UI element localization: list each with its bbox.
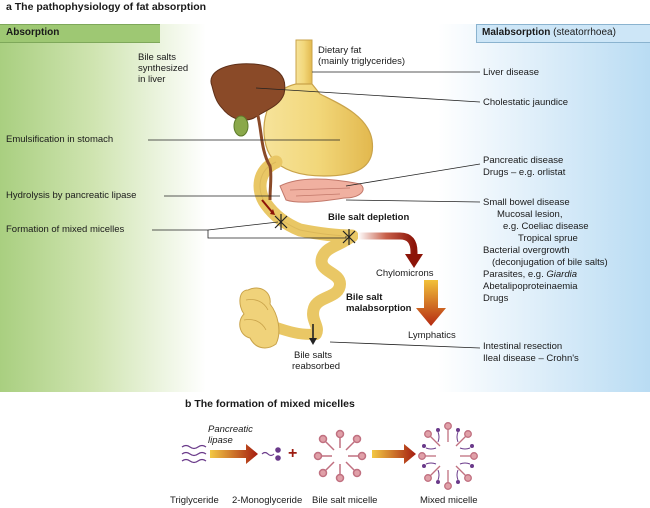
- pancreatic-lipase-label: Pancreatic lipase: [208, 424, 253, 446]
- micelle-to-chylomicron-arrow: [358, 232, 418, 256]
- micelle-star-1: [274, 214, 288, 230]
- malabsorption-background: [438, 24, 650, 392]
- mucosal-lesion-label: Mucosal lesion,: [497, 209, 563, 220]
- synthesized-line: synthesized: [138, 63, 189, 74]
- micelle-star-2: [342, 229, 356, 245]
- left-leader-lines: [148, 139, 347, 239]
- monoglyceride-label: 2-Monoglyceride: [232, 495, 303, 506]
- drugs-orlistat-label: Drugs – e.g. orlistat: [483, 167, 566, 178]
- chylomicron-to-lymphatics-arrow: [416, 280, 446, 326]
- malabsorption-label: Malabsorption: [482, 27, 551, 38]
- ileal-disease-label: Ileal disease – Crohn's: [483, 353, 579, 364]
- bile-salt-line: Bile salt: [346, 292, 383, 303]
- micelle-formation-arrow: [372, 444, 416, 464]
- formation-label: Formation of mixed micelles: [6, 224, 125, 235]
- absorption-header-label: Absorption: [6, 27, 60, 38]
- right-leader-lines: [255, 71, 481, 349]
- bacterial-overgrowth-label: Bacterial overgrowth: [483, 245, 570, 256]
- pancreatic-line: Pancreatic: [208, 424, 253, 435]
- pancreas: [279, 178, 364, 203]
- dietary-fat-line: Dietary fat: [318, 45, 362, 56]
- emulsification-label: Emulsification in stomach: [6, 134, 114, 145]
- malabsorption-line: malabsorption: [346, 303, 412, 314]
- reabsorbed-bile-salts-line: Bile salts: [294, 350, 333, 361]
- abetalipoproteinaemia-label: Abetalipoproteinaemia: [483, 281, 578, 292]
- tropical-sprue-label: Tropical sprue: [518, 233, 578, 244]
- hydrolysis-arrow: [261, 199, 273, 213]
- mixed-micelle-graphic: [418, 422, 478, 490]
- plus-sign: +: [288, 445, 298, 462]
- triglycerides-line: (mainly triglycerides): [318, 56, 406, 67]
- deconjugation-label: (deconjugation of bile salts): [492, 257, 608, 268]
- hydrolysis-label: Hydrolysis by pancreatic lipase: [6, 190, 137, 201]
- bile-duct: [254, 107, 273, 201]
- malabsorption-header-label: Malabsorption (steatorrhoea): [482, 27, 616, 38]
- small-bowel-disease-label: Small bowel disease: [483, 197, 570, 208]
- panel-b-title: b The formation of mixed micelles: [185, 398, 355, 410]
- gallbladder: [233, 115, 249, 137]
- small-intestine: [307, 230, 358, 340]
- drugs-label: Drugs: [483, 293, 509, 304]
- panel-a-title: a The pathophysiology of fat absorption: [6, 1, 207, 13]
- monoglyceride-molecule: [261, 447, 281, 461]
- liver: [210, 63, 286, 121]
- triglyceride-molecule: [181, 444, 207, 464]
- bile-salts-synthesized-label: Bile salts synthesized in liver: [128, 52, 226, 85]
- absorption-background: [0, 24, 206, 392]
- intestinal-resection-label: Intestinal resection: [483, 341, 563, 352]
- chylomicrons-label: Chylomicrons: [376, 268, 434, 279]
- parasites-label: Parasites, e.g. Giardia: [483, 269, 577, 280]
- stomach: [263, 83, 374, 177]
- reabsorbed-line: reabsorbed: [292, 361, 341, 372]
- in-liver-line: in liver: [138, 74, 166, 85]
- lipase-arrow: [210, 444, 258, 464]
- triglyceride-label: Triglyceride: [170, 495, 219, 506]
- lymphatics-label: Lymphatics: [408, 330, 456, 341]
- liver-disease-label: Liver disease: [483, 67, 539, 78]
- colon: [239, 287, 280, 349]
- bile-salt-micelle-label: Bile salt micelle: [312, 495, 378, 506]
- bile-salt-depletion-label: Bile salt depletion: [328, 212, 410, 223]
- pancreatic-disease-label: Pancreatic disease: [483, 155, 564, 166]
- bile-salts-reabsorbed-label: Bile salts reabsorbed: [292, 350, 340, 372]
- lipase-line: lipase: [208, 435, 233, 446]
- bile-salt-malabsorption-label: Bile salt malabsorption: [346, 292, 411, 314]
- coeliac-disease-label: e.g. Coeliac disease: [503, 221, 589, 232]
- malabsorption-header: [476, 24, 650, 43]
- absorption-header: [0, 24, 160, 43]
- giardia-label: Giardia: [546, 269, 577, 280]
- bile-salts-line: Bile salts: [138, 52, 177, 63]
- dietary-fat-label: Dietary fat (mainly triglycerides): [318, 45, 405, 67]
- parasites-prefix: Parasites, e.g.: [483, 269, 547, 280]
- bile-salt-micelle-graphic: [313, 429, 367, 483]
- steatorrhoea-label: (steatorrhoea): [550, 27, 616, 38]
- cholestatic-jaundice-label: Cholestatic jaundice: [483, 97, 569, 108]
- mixed-micelle-label: Mixed micelle: [420, 495, 478, 506]
